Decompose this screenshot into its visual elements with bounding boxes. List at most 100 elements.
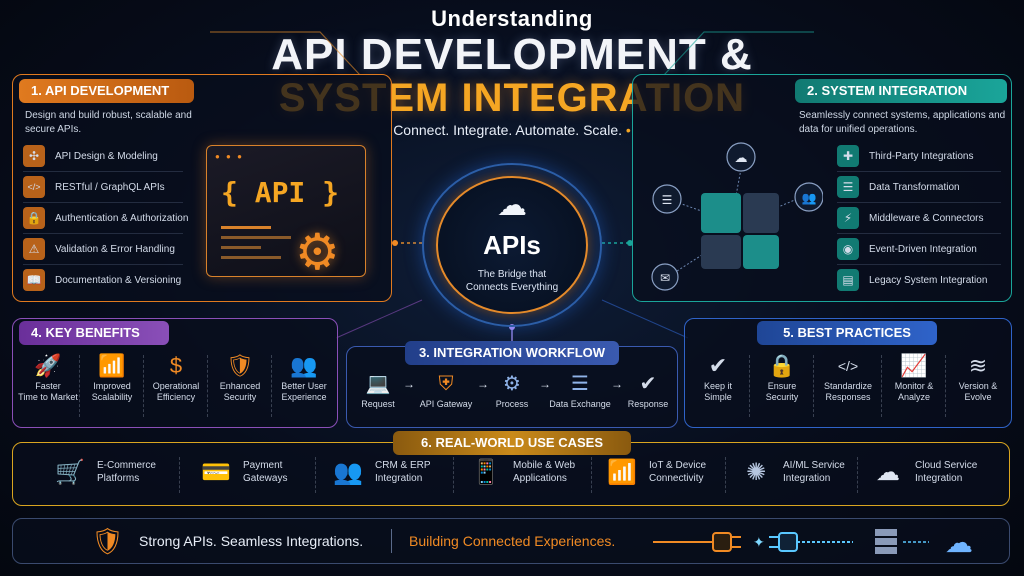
- divider: [271, 355, 272, 417]
- workflow-label: API Gateway: [419, 399, 473, 409]
- monitor-chart-icon: 📈: [900, 353, 928, 378]
- api-item-rest: </> RESTful / GraphQL APIs: [23, 175, 165, 199]
- divider: [23, 264, 183, 265]
- practice-line-1: Ensure: [767, 381, 797, 391]
- practice-line-2: Responses: [825, 392, 871, 402]
- workflow-data-exchange: ☰ Data Exchange: [549, 369, 611, 409]
- database-icon: ☰: [837, 176, 859, 198]
- cart-icon: 🛒: [55, 458, 85, 486]
- center-subtitle: The Bridge that Connects Everything: [436, 268, 588, 294]
- window-dots: ● ● ●: [215, 152, 244, 161]
- code-line: [221, 256, 281, 259]
- benefit-line-1: Better User: [281, 381, 327, 391]
- workflow-label: Request: [361, 399, 395, 409]
- code-window-icon: </>: [837, 358, 859, 374]
- usecase-line-2: Integration: [375, 473, 423, 484]
- divider: [837, 264, 1001, 265]
- benefit-line-2: Efficiency: [156, 392, 196, 402]
- puzzle-icon: ✚: [837, 145, 859, 167]
- practice-line-2: Simple: [704, 392, 732, 402]
- arrow-right-icon: →: [539, 377, 551, 391]
- api-item-label: API Design & Modeling: [55, 150, 158, 162]
- benefit-line-2: Security: [223, 392, 257, 402]
- workflow-process: ⚙ Process: [487, 369, 537, 409]
- practice-line-1: Keep it: [703, 381, 733, 391]
- warning-icon: ⚠: [23, 238, 45, 260]
- api-item-label: RESTful / GraphQL APIs: [55, 181, 165, 193]
- code-line: [221, 236, 291, 239]
- use-cases-header: 6. REAL-WORLD USE CASES: [393, 431, 631, 455]
- svg-text:✉: ✉: [660, 271, 670, 285]
- divider: [857, 457, 858, 493]
- usecase-line-2: Platforms: [97, 473, 140, 484]
- divider: [591, 457, 592, 493]
- api-development-description: Design and build robust, scalable and se…: [25, 110, 192, 135]
- usecase-line-1: Cloud Service: [915, 460, 978, 471]
- divider: [945, 355, 946, 417]
- lock-icon: 🔒: [23, 207, 45, 229]
- sys-item-middleware: ⚡ Middleware & Connectors: [837, 206, 984, 230]
- sys-item-label: Event-Driven Integration: [869, 243, 977, 255]
- api-item-design: ✣ API Design & Modeling: [23, 144, 158, 168]
- system-integration-panel: 2. SYSTEM INTEGRATION Seamlessly connect…: [632, 74, 1012, 302]
- divider: [453, 457, 454, 493]
- broadcast-icon: ◉: [837, 238, 859, 260]
- key-benefits-panel: 4. KEY BENEFITS 🚀 Faster Time to Market …: [12, 318, 338, 428]
- title-small: Understanding: [431, 6, 593, 31]
- sys-item-label: Data Transformation: [869, 181, 960, 193]
- integration-workflow-header: 3. INTEGRATION WORKFLOW: [405, 341, 619, 365]
- gear-icon: ⚙: [295, 224, 340, 280]
- workflow-gateway: ⛨ API Gateway: [415, 369, 477, 409]
- dollar-gear-icon: $: [169, 353, 183, 378]
- practice-line-2: Analyze: [897, 392, 931, 402]
- arrow-right-icon: →: [477, 377, 489, 391]
- svg-text:👥: 👥: [802, 191, 817, 205]
- code-line: [221, 246, 261, 249]
- code-line: [221, 226, 271, 229]
- usecase-line-2: Connectivity: [649, 473, 704, 484]
- tagline: Connect. Integrate. Automate. Scale. •: [0, 122, 1024, 138]
- usecase-line-1: Payment: [243, 460, 283, 471]
- usecase-line-1: CRM & ERP: [375, 460, 431, 471]
- practice-standardize: </> Standardize Responses: [815, 351, 881, 403]
- benefit-line-2: Scalability: [91, 392, 133, 402]
- practice-line-1: Version &: [958, 381, 998, 391]
- divider: [813, 355, 814, 417]
- system-integration-header: 2. SYSTEM INTEGRATION: [795, 79, 1007, 103]
- svg-text:✦: ✦: [753, 534, 765, 550]
- shield-lock-icon: 🛡: [91, 526, 125, 556]
- practice-line-2: Evolve: [964, 392, 992, 402]
- svg-text:☰: ☰: [662, 193, 673, 207]
- workflow-label: Process: [495, 399, 529, 409]
- api-development-header: 1. API DEVELOPMENT: [19, 79, 194, 103]
- team-icon: 👥: [333, 458, 363, 486]
- center-outer-ring: [422, 163, 602, 327]
- layers-icon: ≋: [968, 353, 988, 378]
- center-title: APIs: [483, 230, 541, 260]
- sys-item-data-transform: ☰ Data Transformation: [837, 175, 960, 199]
- tagline-text: Connect. Integrate. Automate. Scale.: [393, 122, 622, 138]
- usecase-crm: 👥 CRM & ERP Integration: [331, 459, 431, 485]
- wifi-icon: 📶: [607, 458, 637, 486]
- divider: [391, 529, 392, 553]
- cloud-sync-icon: ☁: [876, 458, 900, 486]
- divider: [207, 355, 208, 417]
- key-benefits-header: 4. KEY BENEFITS: [19, 321, 169, 345]
- usecase-line-2: Integration: [915, 473, 963, 484]
- svg-text:☁: ☁: [945, 527, 973, 558]
- usecase-line-2: Integration: [783, 473, 831, 484]
- api-item-auth: 🔒 Authentication & Authorization: [23, 206, 188, 230]
- divider: [725, 457, 726, 493]
- practice-monitor: 📈 Monitor & Analyze: [883, 351, 945, 403]
- usecase-line-2: Applications: [513, 473, 567, 484]
- title-line-1: API DEVELOPMENT &: [271, 30, 753, 79]
- check-circle-icon: ✔: [639, 373, 657, 395]
- usecase-line-1: AI/ML Service: [783, 460, 845, 471]
- sys-item-label: Legacy System Integration: [869, 274, 988, 286]
- cloud-gear-icon: ☁: [497, 189, 527, 222]
- code-icon: </>: [23, 176, 45, 198]
- laptop-icon: 💻: [365, 373, 391, 395]
